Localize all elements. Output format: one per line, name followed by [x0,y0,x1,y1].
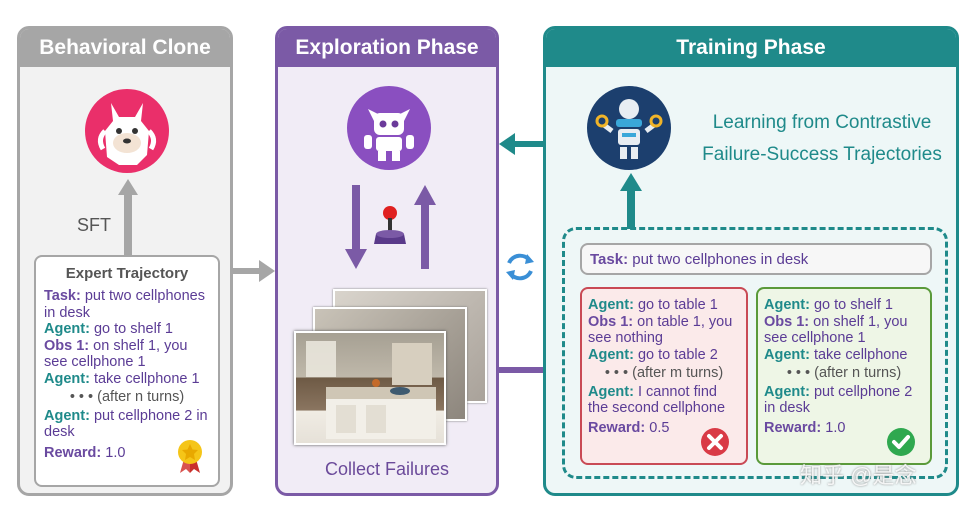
robot-icon [346,85,432,171]
sft-label: SFT [77,215,111,235]
training-title: Training Phase [676,36,826,59]
up-arrow-icon [414,185,436,269]
training-to-exploration-arrow-icon [499,133,547,155]
succ-agent-1: Agent: go to shelf 1 [764,297,893,313]
fail-obs-1: Obs 1: on table 1, you see nothing [588,313,733,347]
bc-to-exploration-arrow-icon [233,260,275,282]
expert-task: Task: put two cellphones in desk [44,288,205,321]
trained-robot-icon [586,85,672,171]
down-arrow-icon [345,185,367,269]
training-panel: Training Phase Learning from Contrastive… [543,26,959,496]
fail-dots: • • • (after m turns) [604,365,724,381]
training-header: Training Phase [546,29,956,67]
succ-agent-3: Agent: put cellphone 2 in desk [764,383,913,417]
collect-failures-label: Collect Failures [324,459,450,479]
refresh-icon [506,253,534,281]
fail-cross-icon [701,428,729,456]
behavioral-clone-header: Behavioral Clone [20,29,230,67]
llama-icon [83,87,171,175]
expert-reward: Reward: 1.0 [44,444,126,461]
contrastive-region [562,227,948,479]
exploration-title: Exploration Phase [295,36,479,59]
fail-agent-3: Agent: I cannot find the second cellphon… [588,383,726,417]
succ-obs-1: Obs 1: on shelf 1, you see cellphone 1 [764,313,908,347]
watermark: 知乎 @是念 [800,463,917,488]
success-trajectory-box: Agent: go to shelf 1 Obs 1: on shelf 1, … [756,287,932,465]
succ-reward: Reward: 1.0 [764,419,846,436]
succ-dots: • • • (after n turns) [786,365,902,381]
kitchen-scene-icon [306,341,436,439]
behavioral-clone-panel: Behavioral Clone SFT Expert Trajectory T… [17,26,233,496]
expert-obs-1: Obs 1: on shelf 1, you see cellphone 1 [44,337,188,371]
fail-reward: Reward: 0.5 [588,419,670,436]
sft-arrow-icon [118,179,138,259]
expert-agent-2: Agent: take cellphone 1 [44,370,200,387]
expert-dots: • • • (after n turns) [69,389,185,405]
joystick-icon [374,206,406,244]
exploration-header: Exploration Phase [278,29,496,67]
succ-agent-2: Agent: take cellphone [764,346,908,363]
environment-image-front [294,331,446,445]
exploration-panel: Exploration Phase [275,26,499,496]
expert-agent-1: Agent: go to shelf 1 [44,321,173,337]
learn-up-arrow-icon [620,173,642,229]
learning-caption: Learning from Contrastive Failure-Succes… [702,112,942,165]
fail-agent-1: Agent: go to table 1 [588,297,718,313]
success-check-icon [887,428,915,456]
expert-agent-3: Agent: put cellphone 2 in desk [44,407,208,441]
fail-agent-2: Agent: go to table 2 [588,346,718,363]
behavioral-clone-title: Behavioral Clone [39,36,211,59]
medal-icon [178,440,202,473]
training-task-box: Task: put two cellphones in desk [580,243,932,275]
expert-trajectory-title: Expert Trajectory [65,265,189,282]
